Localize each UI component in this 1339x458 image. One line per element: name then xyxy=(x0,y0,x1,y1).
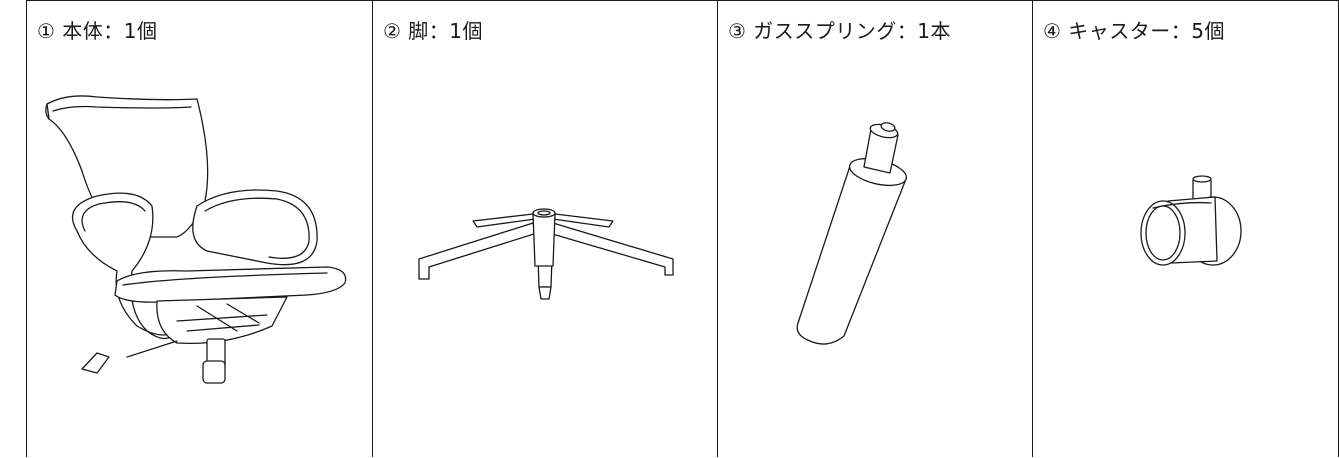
office-chair-illustration xyxy=(45,95,347,384)
part-label-gas-spring: ③ ガススプリング：1本 xyxy=(728,19,952,43)
part-label-caster: ④ キャスター：5個 xyxy=(1043,19,1226,43)
part-cell-caster: ④ キャスター：5個 xyxy=(1032,0,1339,457)
chair-base-illustration xyxy=(418,208,674,300)
part-cell-gas-spring: ③ ガススプリング：1本 xyxy=(717,0,1032,457)
part-cell-body: ① 本体：1個 xyxy=(26,0,372,457)
part-label-body: ① 本体：1個 xyxy=(37,19,158,43)
caster-wheel-illustration xyxy=(1140,175,1242,266)
part-cell-base: ② 脚：1個 xyxy=(372,0,717,457)
gas-spring-illustration xyxy=(796,122,908,345)
part-label-base: ② 脚：1個 xyxy=(383,19,484,43)
